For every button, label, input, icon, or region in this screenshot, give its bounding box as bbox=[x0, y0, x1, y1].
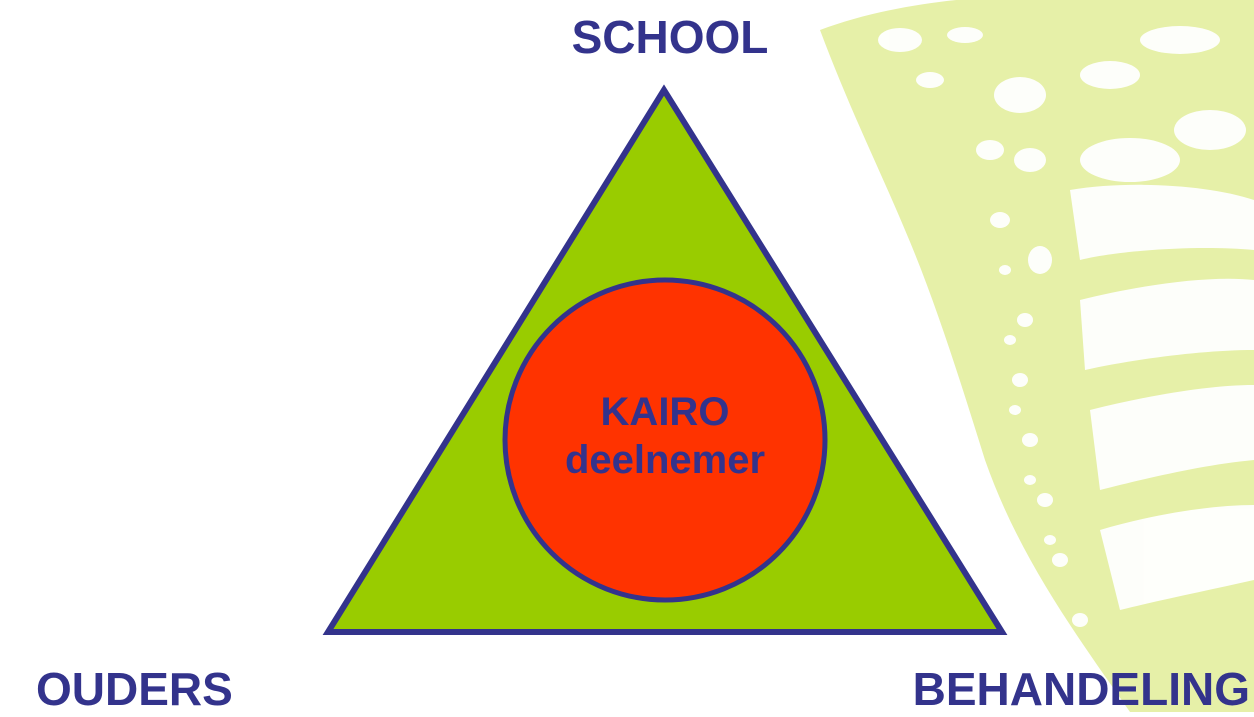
center-label-line1: KAIRO bbox=[600, 390, 730, 434]
center-circle bbox=[502, 277, 828, 603]
label-behandeling: BEHANDELING bbox=[912, 663, 1250, 715]
center-label: KAIRO deelnemer bbox=[505, 388, 825, 484]
label-school: SCHOOL bbox=[571, 11, 769, 63]
label-ouders: OUDERS bbox=[36, 663, 233, 715]
butterfly-wing-icon bbox=[820, 0, 1254, 712]
center-label-line2: deelnemer bbox=[564, 438, 766, 482]
